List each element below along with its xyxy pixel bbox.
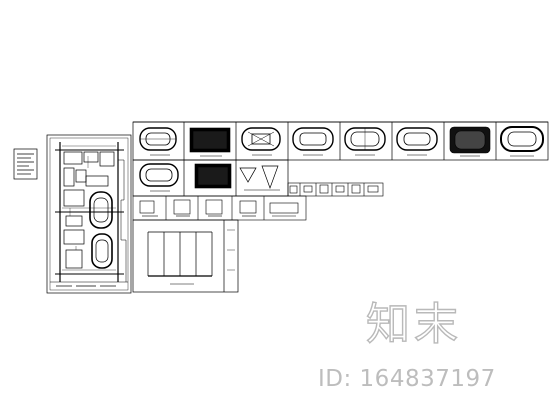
detail-strip — [287, 182, 384, 197]
oval-field-plan — [396, 127, 438, 156]
site-plan-sheet — [46, 134, 132, 294]
oval-field-plan — [139, 163, 179, 192]
detail-sheets-row — [132, 195, 307, 221]
solid-field-plan — [194, 163, 232, 189]
oval-field-plan — [344, 127, 386, 156]
top-row-sheets — [132, 121, 549, 161]
solid-field-plan — [449, 126, 491, 157]
triangle-details — [239, 165, 280, 191]
legend-block — [13, 148, 38, 180]
watermark-logo: 知末 — [365, 298, 462, 350]
oval-field-plan — [292, 127, 334, 156]
watermark-id: ID: 164837197 — [318, 366, 496, 392]
oval-field-plan — [500, 126, 544, 157]
oval-field-plan — [139, 127, 177, 156]
oval-field-plan — [241, 127, 281, 156]
column-section-sheet — [132, 219, 239, 293]
solid-field-plan — [189, 127, 231, 157]
